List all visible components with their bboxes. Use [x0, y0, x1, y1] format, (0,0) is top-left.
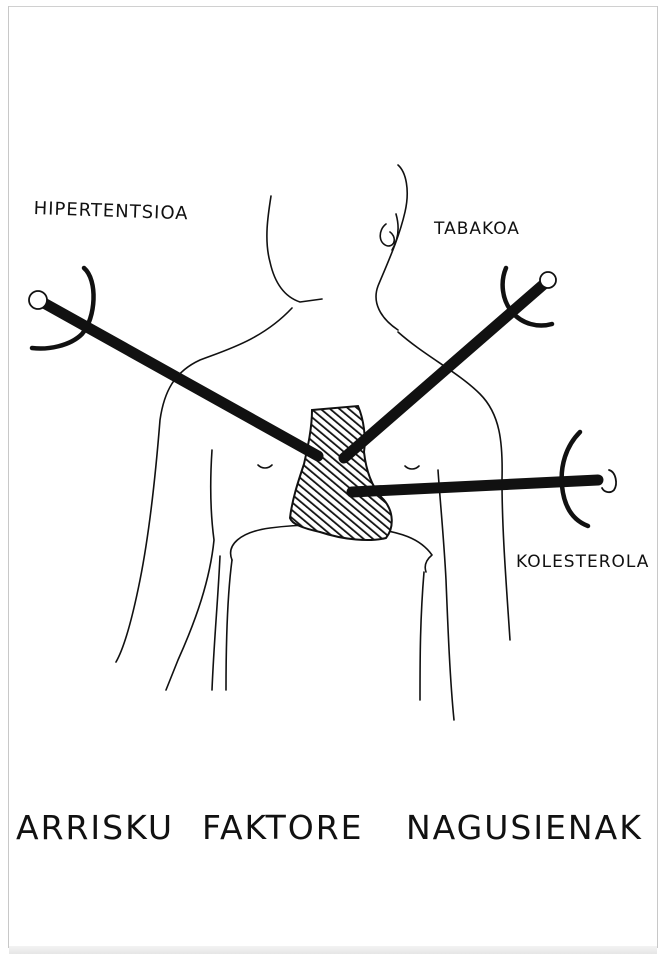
title-word-factors: FAKTORE	[202, 808, 364, 847]
pipe-arrow-icon-hypertension	[29, 268, 318, 456]
title-word-risk: ARRISKU	[16, 808, 174, 847]
pipe-arrow-icon-cholesterol	[352, 432, 616, 526]
scan-bottom-edge	[9, 946, 657, 954]
label-cholesterol: KOLESTEROLA	[516, 552, 649, 572]
label-tobacco: TABAKOA	[434, 219, 520, 239]
title-word-main: NAGUSIENAK	[406, 808, 643, 847]
